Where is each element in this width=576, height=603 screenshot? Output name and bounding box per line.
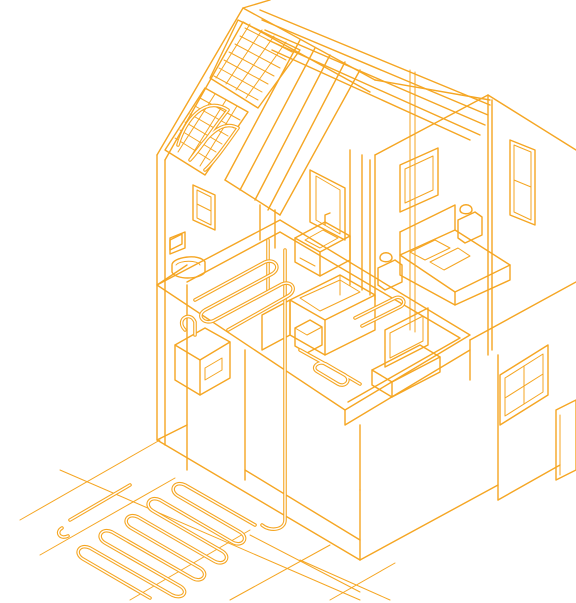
side-table	[295, 320, 322, 353]
bed	[400, 205, 510, 305]
house-left-wall	[157, 155, 360, 560]
television	[372, 308, 440, 397]
upstairs-window	[400, 148, 438, 212]
floor-heating-ground	[59, 484, 255, 598]
house-right-block	[360, 95, 576, 560]
wall-switch	[170, 234, 182, 250]
ground-lines	[20, 440, 395, 600]
bathroom-sink	[295, 213, 350, 276]
outdoor-unit	[556, 400, 576, 480]
interior-walls	[310, 150, 370, 295]
side-window-upper	[510, 140, 535, 225]
upper-floor-slab	[157, 220, 470, 540]
floor-heating-upper	[195, 261, 404, 385]
toilet	[170, 232, 205, 278]
side-window-lower	[500, 345, 548, 425]
attic-window	[193, 185, 215, 230]
